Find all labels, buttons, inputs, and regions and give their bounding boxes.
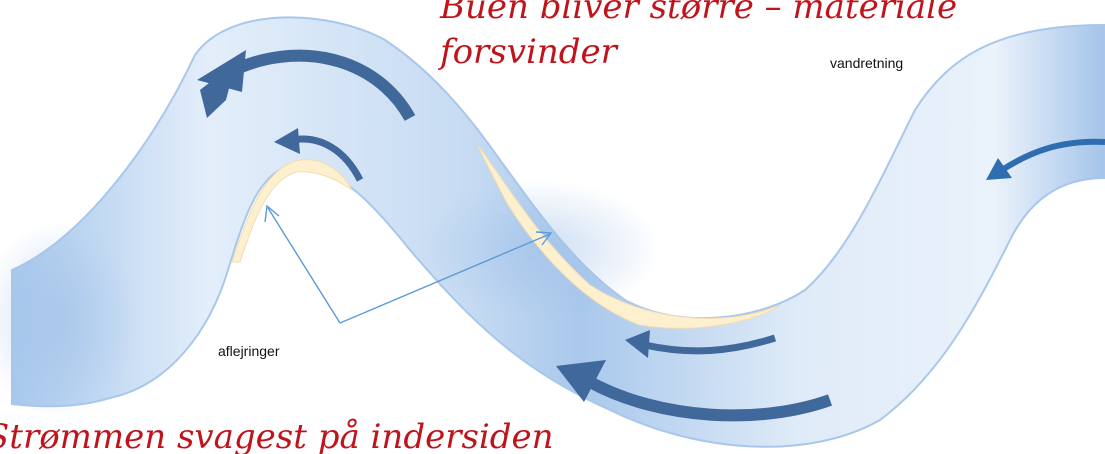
river-shade (420, 180, 660, 320)
label-flow-direction: vandretning (830, 55, 903, 71)
annotation-bottom: Strømmen svagest på indersiden (0, 417, 554, 454)
label-deposits: aflejringer (218, 343, 280, 359)
annotation-top-line2: forsvinder (437, 32, 619, 72)
annotation-top-line1: Buen bliver større – materiale (439, 0, 957, 27)
